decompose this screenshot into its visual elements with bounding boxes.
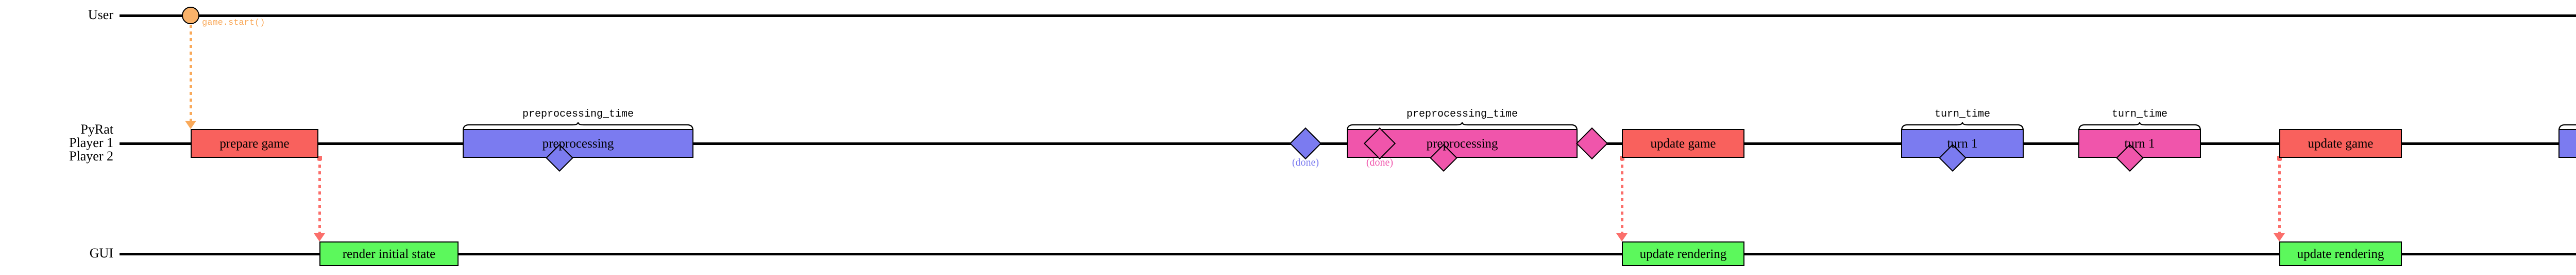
brace-turn-1-p2: turn_time	[2078, 108, 2201, 139]
gui-block-render-initial-state[interactable]: render initial state	[319, 241, 459, 266]
gui-block-label: render initial state	[342, 247, 436, 261]
brace-turn-2-p1: turn_time	[2558, 108, 2576, 139]
gui-block-label: update rendering	[2297, 247, 2384, 261]
block-label: turn 1	[2124, 136, 2155, 151]
brace-turn-1-p2-label: turn_time	[2111, 108, 2168, 120]
lane-label-user: User	[88, 7, 113, 22]
block-update-game-2[interactable]: update game	[2279, 129, 2402, 158]
gui-block-update-rendering-1[interactable]: update rendering	[1622, 241, 1744, 266]
block-label: preprocessing	[1426, 136, 1498, 151]
lifeline-gui	[120, 253, 2576, 255]
block-label: preprocessing	[542, 136, 614, 151]
call-game-start-arrowhead	[185, 121, 196, 129]
marker-caption-done-marker-p1: (done)	[1292, 157, 1319, 168]
brace-turn-1-p1: turn_time	[1901, 108, 2024, 139]
brace-preprocessing-p1-label: preprocessing_time	[522, 108, 634, 120]
lane-label-pyrat: PyRat	[80, 122, 113, 137]
lifeline-user	[120, 14, 2576, 17]
brace-preprocessing-p1: preprocessing_time	[463, 108, 693, 139]
marker-ready-marker[interactable]	[1575, 127, 1608, 160]
call-render-2-arrowhead	[2274, 233, 2285, 241]
brace-preprocessing-p2-label: preprocessing_time	[1406, 108, 1518, 120]
call-render-init-arrowhead	[314, 233, 325, 241]
block-preprocessing-p1[interactable]: preprocessing	[463, 129, 693, 158]
game-start-call-label: game.start()	[202, 18, 265, 28]
marker-done-marker-p1[interactable]	[1289, 127, 1322, 160]
marker-caption-done-marker-p2: (done)	[1366, 157, 1394, 168]
block-label: update game	[2308, 136, 2374, 151]
lane-label-gui: GUI	[89, 246, 113, 261]
call-render-2	[2278, 158, 2281, 233]
block-label: turn 1	[1947, 136, 1978, 151]
call-render-1	[1621, 158, 1623, 233]
lane-label-player2: Player 2	[69, 149, 113, 164]
game-start-marker[interactable]	[182, 7, 199, 24]
call-render-1-arrowhead	[1616, 233, 1628, 241]
brace-turn-1-p1-label: turn_time	[1934, 108, 1991, 120]
block-prepare-game[interactable]: prepare game	[191, 129, 318, 158]
gui-block-label: update rendering	[1639, 247, 1727, 261]
gui-block-update-rendering-2[interactable]: update rendering	[2279, 241, 2402, 266]
block-label: prepare game	[219, 136, 290, 151]
brace-turn-2-p1-label: turn_time	[2558, 108, 2576, 120]
call-game-start	[190, 25, 192, 121]
block-turn-2-p1[interactable]: turn 2	[2558, 129, 2576, 158]
call-render-init	[318, 158, 321, 233]
block-update-game-1[interactable]: update game	[1622, 129, 1744, 158]
lane-label-player1: Player 1	[69, 135, 113, 150]
brace-preprocessing-p2: preprocessing_time	[1347, 108, 1578, 139]
block-label: update game	[1650, 136, 1716, 151]
block-turn-1-p2[interactable]: turn 1	[2078, 129, 2201, 158]
